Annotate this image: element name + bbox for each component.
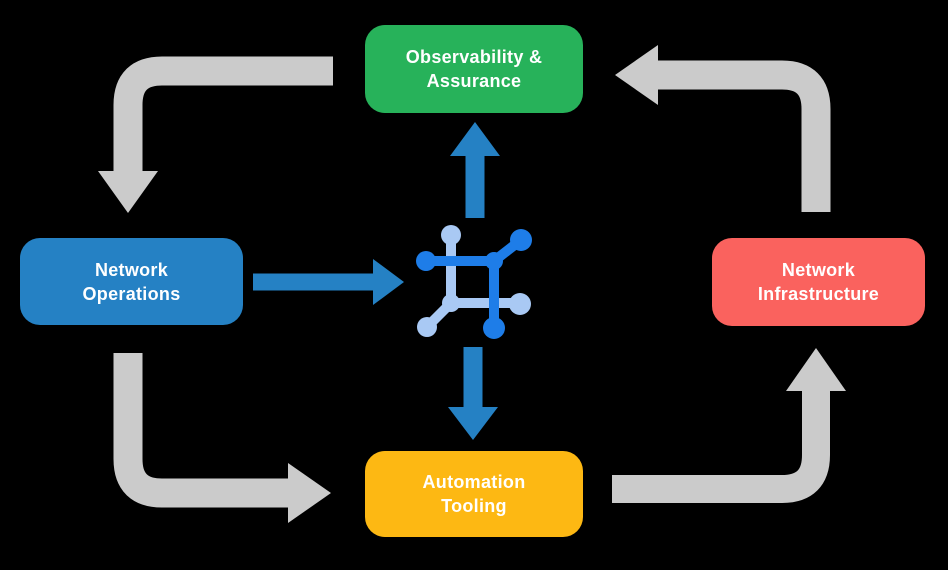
node-label-network-operations: Network Operations <box>82 259 181 304</box>
node-label-network-infrastructure: Network Infrastructure <box>757 260 880 304</box>
network-topology-icon <box>416 225 532 339</box>
arrow-operations-to-center <box>253 259 404 305</box>
node-network-operations: Network Operations <box>20 238 243 325</box>
node-label-automation-tooling: Automation Tooling <box>422 472 526 516</box>
arrow-operations-to-automation <box>113 353 331 523</box>
arrow-automation-to-infrastructure <box>612 348 846 503</box>
arrow-infrastructure-to-observability <box>615 45 831 212</box>
node-automation-tooling: Automation Tooling <box>365 451 583 537</box>
arrow-center-to-automation <box>448 347 498 440</box>
arrow-observability-to-operations <box>98 56 333 213</box>
arrow-center-to-observability <box>450 122 500 218</box>
node-label-observability-assurance: Observability & Assurance <box>405 47 543 91</box>
node-network-infrastructure: Network Infrastructure <box>712 238 925 326</box>
node-observability-assurance: Observability & Assurance <box>365 25 583 113</box>
network-icon-dark-part <box>416 229 532 339</box>
